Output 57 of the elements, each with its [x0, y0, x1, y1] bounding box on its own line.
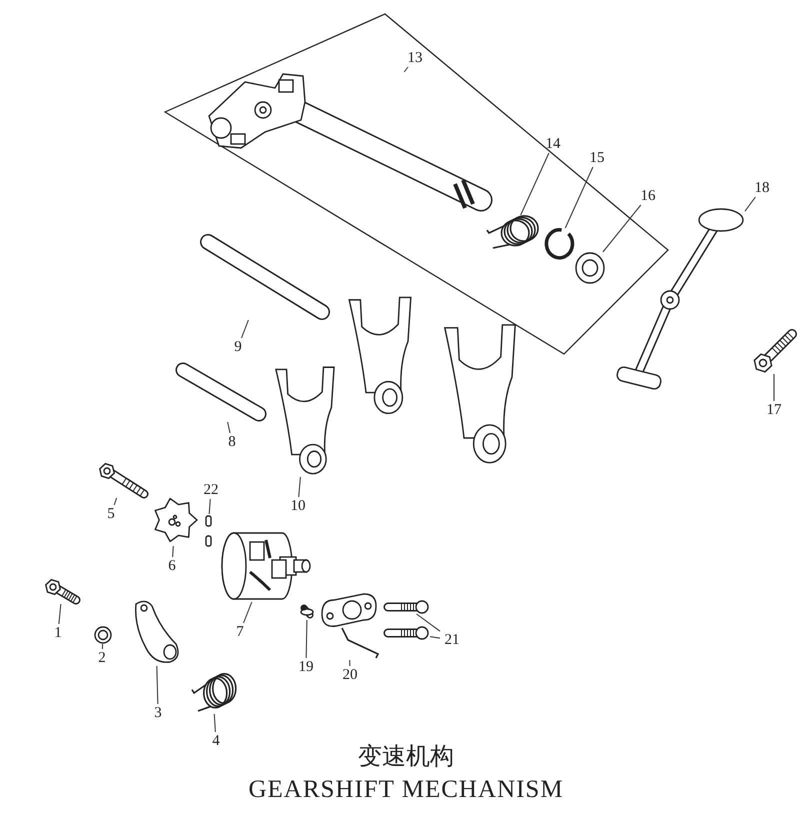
callout-number: 6 — [160, 557, 184, 575]
leader-line — [214, 714, 216, 732]
callout-number: 5 — [99, 505, 123, 523]
english-title: GEARSHIFT MECHANISM — [247, 776, 565, 804]
shift-fork-drawing — [272, 365, 338, 477]
callout-number: 17 — [762, 401, 786, 419]
callout-number: 19 — [294, 658, 318, 676]
callout-number: 14 — [541, 135, 565, 153]
callout-number: 10 — [286, 497, 310, 515]
callout-number: 22 — [199, 481, 223, 499]
leader-line — [156, 666, 158, 704]
callout-number: 3 — [146, 704, 170, 722]
bolt-drawing — [98, 462, 148, 498]
callout-number: 7 — [228, 623, 252, 641]
leader-line — [430, 636, 440, 639]
leader-line — [208, 498, 211, 514]
leader-line — [227, 422, 230, 434]
washer-drawing — [94, 626, 112, 644]
leader-line — [298, 476, 301, 498]
leader-line — [102, 644, 104, 650]
leader-line — [241, 320, 249, 338]
torsion-spring-drawing — [485, 215, 540, 251]
leader-line — [602, 204, 642, 252]
leader-line — [744, 196, 756, 212]
leader-line — [114, 498, 118, 506]
screw-drawing — [384, 626, 430, 640]
snap-ring-drawing — [543, 228, 573, 260]
leader-line — [58, 604, 62, 624]
shift-shaft-drawing — [205, 72, 495, 212]
callout-number: 15 — [585, 149, 609, 167]
callout-number: 13 — [403, 49, 427, 67]
callout-number: 18 — [750, 179, 774, 197]
fork-rod-drawing — [200, 234, 330, 320]
leader-line — [306, 620, 308, 658]
callout-number: 9 — [226, 338, 250, 356]
shaft-pin-drawing — [175, 362, 267, 422]
leader-line — [349, 660, 350, 666]
callout-number: 16 — [636, 187, 660, 205]
torsion-spring-drawing — [190, 672, 236, 714]
leader-line — [416, 614, 440, 632]
bolt-drawing — [44, 578, 80, 604]
callout-number: 4 — [204, 732, 228, 750]
shift-drum-drawing — [220, 530, 312, 602]
pin-drawing — [300, 604, 314, 620]
callout-number: 2 — [90, 649, 114, 667]
leader-line — [172, 546, 174, 558]
leader-line — [404, 66, 408, 72]
callout-number: 8 — [220, 433, 244, 451]
callout-number: 21 — [440, 631, 464, 649]
callout-number: 20 — [338, 666, 362, 684]
callout-number: 1 — [46, 624, 70, 642]
washer-drawing — [575, 252, 605, 284]
bolt-drawing — [752, 330, 796, 374]
screw-drawing — [384, 600, 430, 614]
leader-line — [243, 602, 252, 624]
leader-line — [564, 166, 594, 228]
leader-line — [520, 152, 550, 216]
